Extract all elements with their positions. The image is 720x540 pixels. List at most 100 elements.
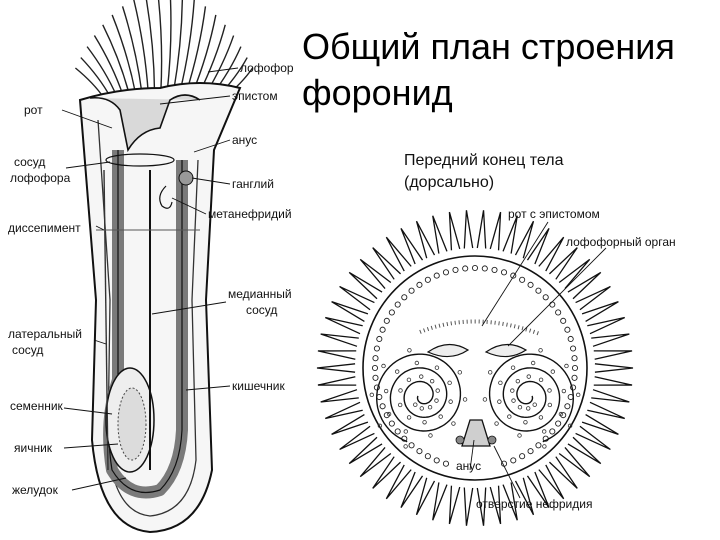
tentacle-base <box>549 428 556 435</box>
spiral-dot <box>394 369 400 374</box>
crown-tentacle <box>331 301 369 323</box>
spiral-dot <box>510 365 516 370</box>
lophophoral-organ-left <box>426 343 470 358</box>
crown-tentacle <box>372 247 402 280</box>
tentacle <box>157 0 163 93</box>
tentacle-base <box>379 326 386 333</box>
crown-tentacle <box>587 316 626 335</box>
tentacle-base <box>433 457 440 464</box>
crown-tentacle <box>538 236 565 272</box>
label-metanephridium: метанефридий <box>208 207 292 221</box>
spiral-dot <box>567 423 573 429</box>
label-dissepiment: диссепимент <box>8 221 81 235</box>
spiral-dot <box>406 415 412 420</box>
dorsal-view-drawing: рот с эпистомом лофофорный орган анус от… <box>316 207 676 526</box>
crown-tentacle <box>558 447 591 478</box>
spiral-dot <box>457 370 462 375</box>
label-anus-dorsal: анус <box>456 459 481 473</box>
metanephridium <box>159 185 173 209</box>
tentacle-base <box>564 403 571 410</box>
crown-tentacle <box>567 271 602 300</box>
lophophore-disc <box>362 255 588 481</box>
lateral-vessel <box>103 169 109 471</box>
crown-tentacle <box>432 215 448 254</box>
spiral-dot <box>532 402 537 407</box>
spiral-dot <box>435 388 440 393</box>
tentacle-base <box>535 442 542 449</box>
label-nephridium-opening: отверстие нефридия <box>476 497 592 511</box>
crown-tentacle <box>448 485 461 525</box>
crown-tentacle <box>331 413 369 435</box>
spiral-dot <box>498 380 503 386</box>
crown-tentacle <box>489 211 502 251</box>
tentacle-base <box>408 287 415 294</box>
crown-tentacle <box>385 464 412 500</box>
label-ganglion: ганглий <box>232 177 274 191</box>
tentacle <box>166 0 172 93</box>
tentacle-base <box>560 412 567 419</box>
tentacle <box>74 67 105 99</box>
crown-tentacle <box>463 210 474 249</box>
mouth-epistome-shape <box>89 94 201 153</box>
spiral-dot <box>482 397 488 402</box>
crown-tentacle <box>448 211 461 251</box>
tentacle-base <box>442 269 450 276</box>
spiral-dot <box>530 360 536 366</box>
spiral-dot <box>538 377 544 383</box>
crown-tentacle <box>514 477 535 516</box>
tentacle-base <box>481 265 488 272</box>
spiral-dot <box>575 392 581 398</box>
spiral-dot <box>386 411 392 417</box>
spiral-dot <box>369 392 375 398</box>
tentacle-base <box>383 317 390 324</box>
tentacle-base <box>379 403 386 410</box>
crown-tentacle <box>320 333 359 347</box>
label-ovary: яичник <box>14 441 53 455</box>
spiral-dot <box>497 399 502 404</box>
spiral-dot <box>434 365 440 370</box>
tentacle-base <box>510 457 517 464</box>
tentacle-base <box>570 345 577 352</box>
tentacle-base <box>462 265 469 272</box>
ovary-dots <box>117 387 147 461</box>
label-median-vessel-2: сосуд <box>246 303 277 317</box>
spiral-tentacle-dots <box>369 348 581 449</box>
tentacle-base <box>510 272 517 279</box>
crown-tentacle <box>400 228 424 265</box>
tentacle-base <box>376 335 383 343</box>
crown-tentacle <box>476 210 487 249</box>
crown-tentacle <box>581 301 619 323</box>
tentacle-base <box>527 448 534 455</box>
spiral-dot <box>413 402 418 407</box>
crown-tentacle <box>316 363 356 373</box>
tentacle-base <box>388 309 395 316</box>
label-mouth-epistome: рот с эпистомом <box>508 207 600 221</box>
spiral-dot <box>447 380 452 386</box>
spiral-dot <box>397 402 403 408</box>
tentacle <box>93 35 124 96</box>
tentacle <box>102 24 130 95</box>
body-wall-outer <box>78 82 242 534</box>
spiral-dot <box>558 411 564 417</box>
spiral-dot <box>538 415 544 420</box>
label-lophophoral-organ: лофофорный орган <box>566 235 676 249</box>
tentacle-base <box>471 264 479 272</box>
label-lophophore-vessel-1: сосуд <box>14 155 45 169</box>
label-lateral-vessel-2: сосуд <box>12 343 43 357</box>
spiral-dot <box>448 399 453 404</box>
tentacle-base <box>394 301 401 308</box>
spiral-dot <box>517 433 522 438</box>
tentacle-base <box>452 266 459 273</box>
tentacle <box>172 0 184 93</box>
crown-tentacle <box>489 485 502 525</box>
spiral-dot <box>381 363 386 369</box>
spiral-dot <box>547 388 552 393</box>
spiral-dot <box>422 420 427 425</box>
tentacle <box>145 0 156 93</box>
tentacle-base <box>535 287 542 294</box>
tentacle-base <box>394 428 401 435</box>
crown-tentacle <box>385 236 412 272</box>
nephridium-opening-right <box>487 435 497 445</box>
spiral-dot <box>419 374 424 379</box>
